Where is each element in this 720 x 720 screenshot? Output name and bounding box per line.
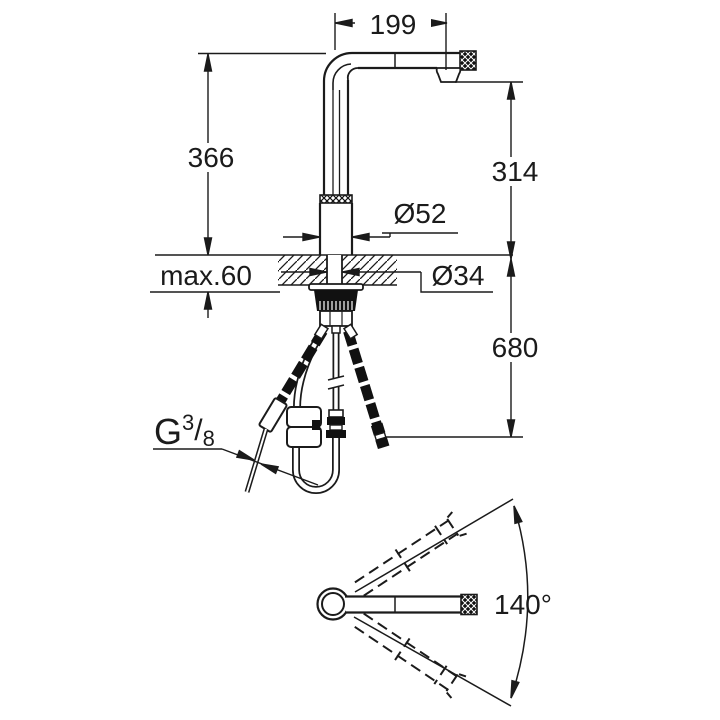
mounting-hardware [308,283,364,340]
mounting-shank [326,255,343,285]
dim-label-height-total: 366 [173,143,249,172]
thread-slash: / [194,414,203,447]
swivel-angle-dimension [353,498,529,707]
top-view [316,498,529,707]
front-view [150,13,523,494]
swivel-position-lower [354,612,467,699]
spray-grip [435,67,462,83]
hose-fitting [326,409,346,438]
faucet-body [318,50,477,255]
dim-thread-leader [153,448,319,486]
dim-label-spout-reach: 199 [355,10,431,39]
dim-d52 [283,232,458,242]
supply-hose-left [244,328,328,493]
dim-label-deck-thickness: max.60 [160,260,252,291]
dim-label-thread: G3/8 [154,410,215,453]
aerator-front [459,50,477,71]
mounting-nut [314,290,358,311]
washer [308,283,364,291]
dim-label-outlet-height: 314 [477,157,553,186]
hose-manifold [313,310,359,340]
hose-weight [286,406,322,448]
dim-label-hose-length: 680 [477,333,553,362]
supply-hose-right [343,329,390,450]
swivel-ring-band [319,194,353,204]
dim-max60 [203,291,213,318]
thread-numerator: 3 [182,410,195,435]
faucet-top-outline [316,587,478,621]
aerator-top [460,593,478,616]
dim-label-base-diameter: Ø52 [393,198,447,229]
dim-d34 [281,267,493,293]
dim-label-hole-diameter: Ø34 [431,260,485,291]
break-tick [327,375,345,381]
thread-denominator: 8 [202,426,215,451]
center-tube [326,326,346,438]
break-tick [327,384,345,390]
dim-label-swivel-angle: 140° [494,589,552,620]
thread-prefix: G [154,411,183,452]
dimensions [153,13,523,486]
swivel-position-upper [354,511,467,597]
